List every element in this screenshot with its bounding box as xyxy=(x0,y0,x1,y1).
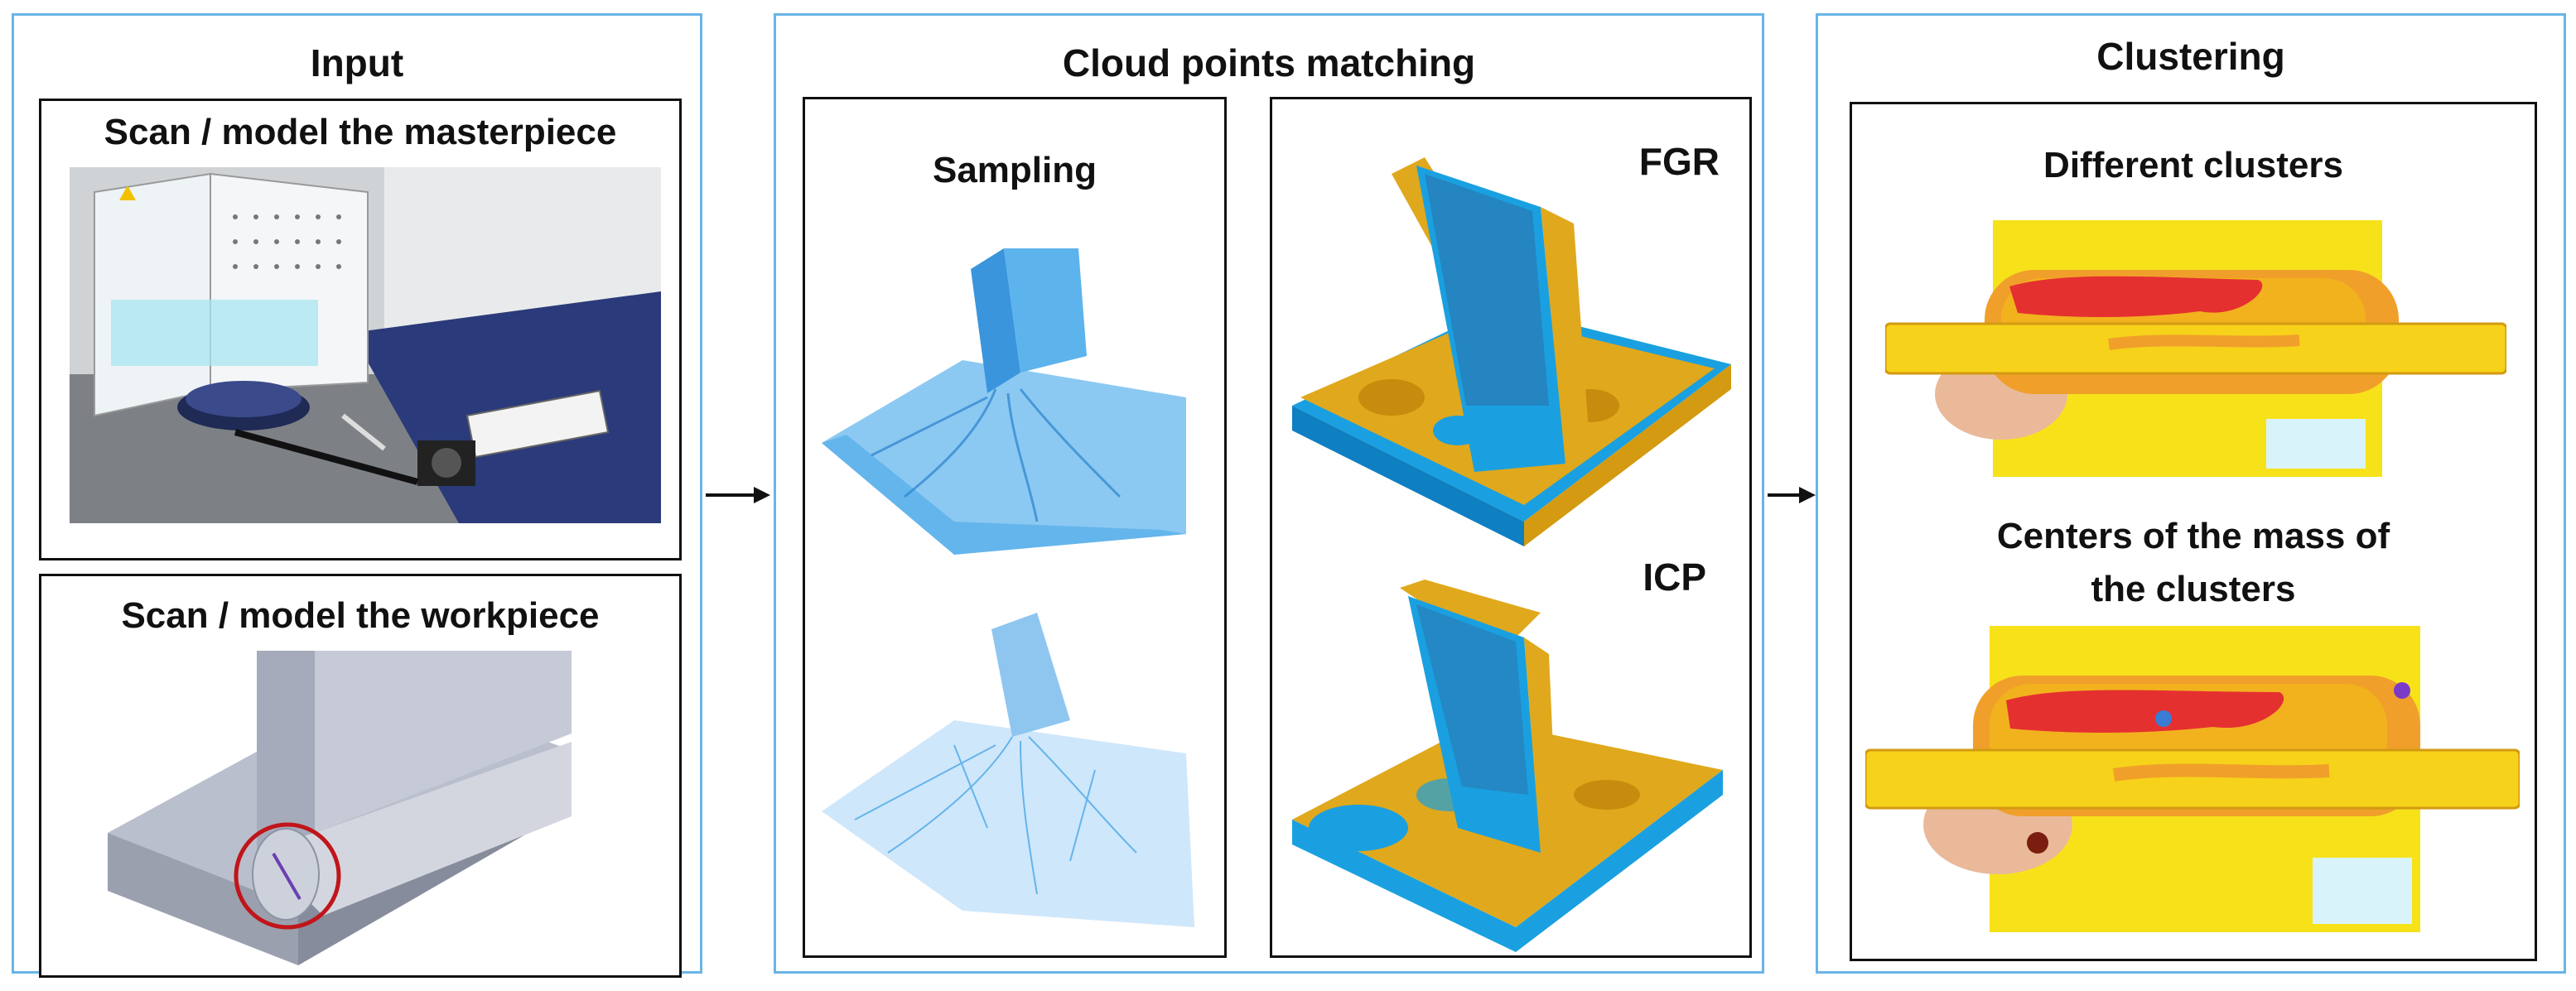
sampled-cloud-dense xyxy=(822,248,1186,555)
clustering-title: Clustering xyxy=(2096,35,2285,78)
workpiece-label: Scan / model the workpiece xyxy=(121,595,600,636)
matching-title: Cloud points matching xyxy=(1062,41,1476,84)
cluster-centers-view xyxy=(1865,626,2520,932)
sampling-label: Sampling xyxy=(932,150,1097,190)
clustering-box: Different clusters Centers of the mass o… xyxy=(1850,102,2537,961)
icp-alignment-result xyxy=(1292,580,1723,952)
center-of-mass-marker xyxy=(2394,682,2410,699)
centers-label-line2: the clusters xyxy=(2091,569,2296,609)
icp-label: ICP xyxy=(1643,556,1706,599)
clusters-view xyxy=(1885,220,2506,477)
arrow-matching-to-clustering xyxy=(1768,487,1816,503)
masterpiece-box: Scan / model the masterpiece xyxy=(39,99,682,560)
centers-label-line1: Centers of the mass of xyxy=(1996,516,2390,556)
workpiece-box: Scan / model the workpiece xyxy=(39,574,682,978)
matching-panel: Cloud points matching Sampling xyxy=(774,13,1764,974)
center-of-mass-marker xyxy=(2027,832,2048,854)
masterpiece-label: Scan / model the masterpiece xyxy=(104,112,617,152)
clusters-label: Different clusters xyxy=(2043,145,2343,185)
input-panel: Input Scan / model the masterpiece xyxy=(12,13,702,978)
workpiece-model xyxy=(108,651,572,965)
center-of-mass-marker xyxy=(2155,710,2172,727)
fgr-alignment-result xyxy=(1292,157,1731,546)
arrow-input-to-matching xyxy=(706,487,770,503)
registration-box: FGR ICP xyxy=(1270,97,1752,958)
input-title: Input xyxy=(310,41,404,84)
scanner-setup-photo xyxy=(70,167,661,523)
sampled-cloud-sparse xyxy=(822,613,1194,927)
clustering-panel: Clustering Different clusters Centers of… xyxy=(1816,13,2566,974)
sampling-box: Sampling xyxy=(803,97,1227,958)
fgr-label: FGR xyxy=(1638,140,1720,183)
